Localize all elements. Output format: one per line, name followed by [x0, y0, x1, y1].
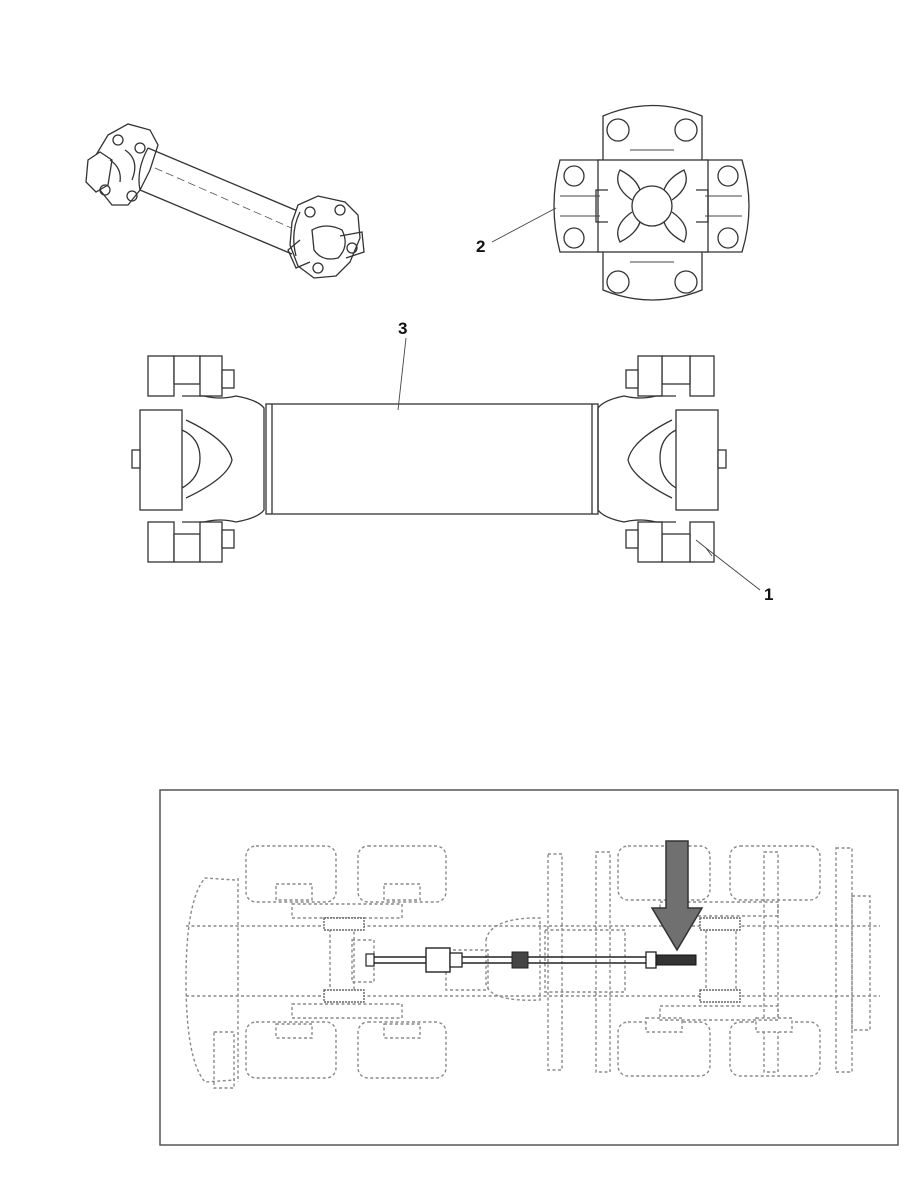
callout-3: 3 [397, 319, 407, 411]
callout-label-1: 1 [764, 585, 773, 604]
flange-end-view [553, 104, 750, 301]
callout-1: 1 [705, 547, 773, 604]
callout-2: 2 [476, 207, 557, 256]
drive-shaft-in-vehicle [365, 947, 697, 973]
callout-label-2: 2 [476, 237, 485, 256]
inset-frame [159, 789, 899, 1146]
vehicle-location-inset [159, 789, 899, 1146]
shaft-side-view [131, 355, 727, 563]
callout-label-3: 3 [398, 319, 407, 338]
location-arrow-icon [650, 840, 704, 952]
shaft-isometric-view [85, 123, 365, 279]
